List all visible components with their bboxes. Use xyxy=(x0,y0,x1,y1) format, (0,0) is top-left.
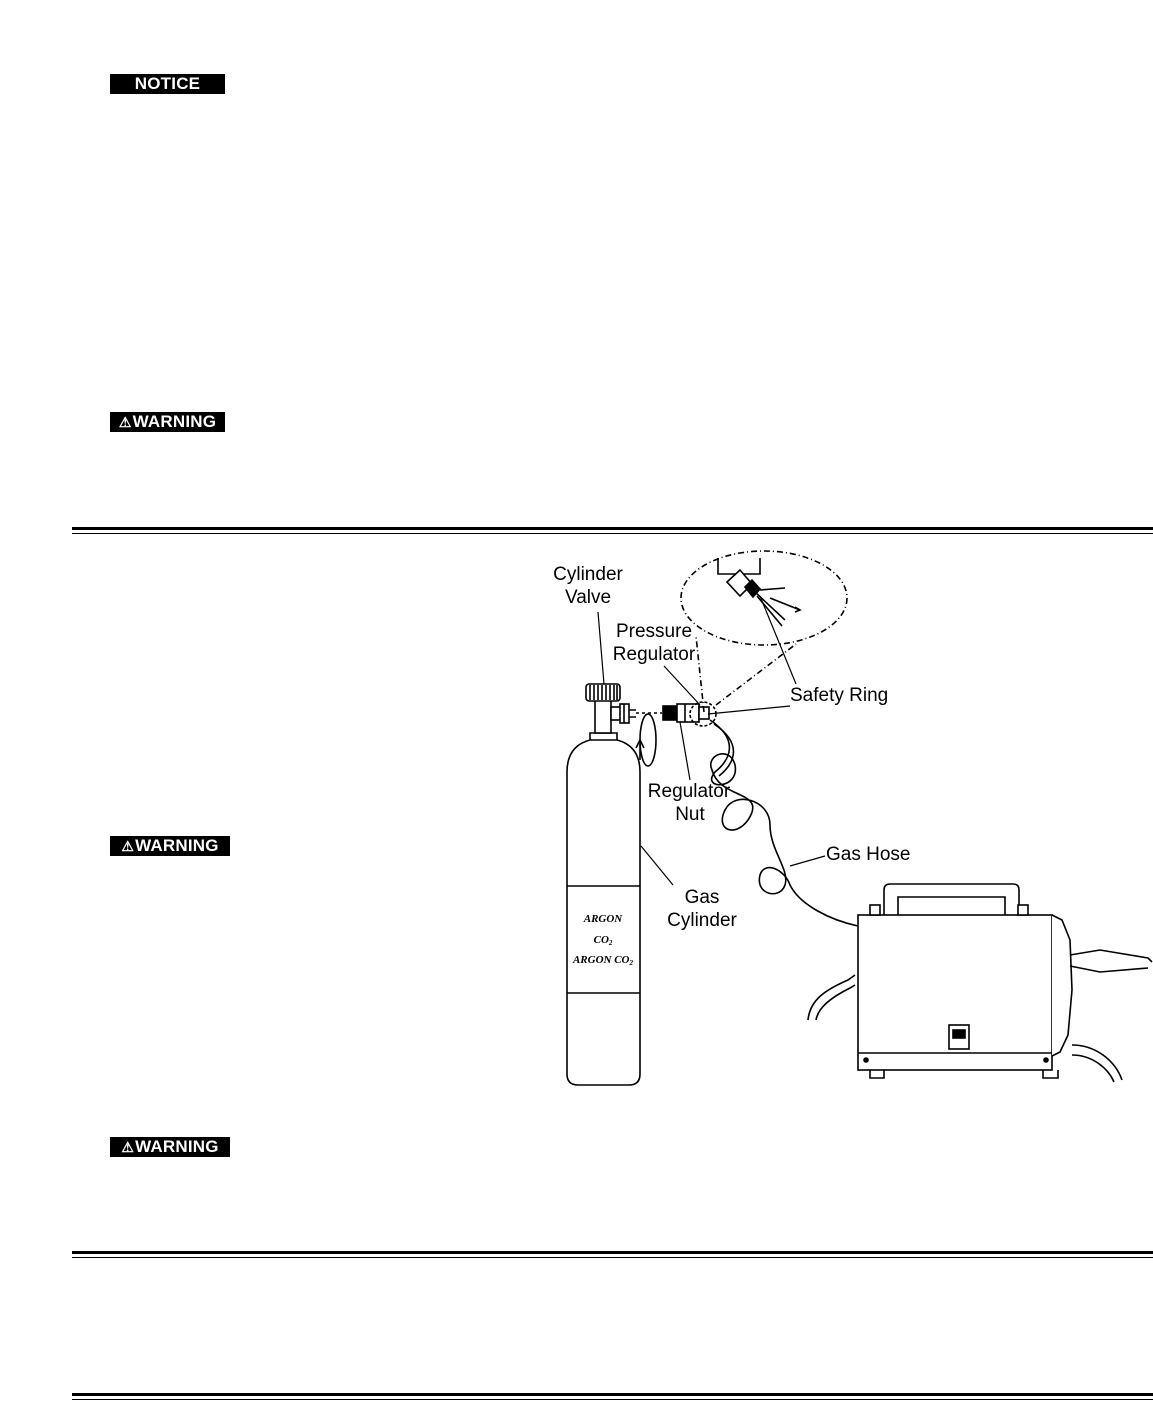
warning-badge-1: ⚠WARNING xyxy=(110,412,225,432)
label-safety-ring: Safety Ring xyxy=(790,685,889,706)
callout-leaders xyxy=(597,595,826,886)
section-divider xyxy=(72,1393,1153,1400)
safety-ring-inset xyxy=(680,550,848,713)
section-divider xyxy=(72,527,1153,534)
warning-triangle-icon: ⚠ xyxy=(121,1139,135,1155)
cylinder-text-argon: ARGON xyxy=(583,913,624,925)
cylinder-valve-drawing xyxy=(585,683,657,767)
label-gas-hose: Gas Hose xyxy=(826,844,911,865)
gas-cylinder-drawing: ARGON CO2 ARGON CO2 xyxy=(566,732,641,1086)
notice-badge: NOTICE xyxy=(110,74,225,94)
gas-hose-drawing xyxy=(709,719,859,927)
pressure-regulator-drawing xyxy=(636,701,717,727)
warning-badge-2: ⚠WARNING xyxy=(110,836,230,856)
warning-badge-3: ⚠WARNING xyxy=(110,1137,230,1157)
welder-unit-drawing xyxy=(807,883,1153,1083)
warning-triangle-icon: ⚠ xyxy=(121,838,135,854)
cylinder-text-argon-co2: ARGON CO2 xyxy=(572,954,634,967)
section-divider xyxy=(72,1251,1153,1258)
warning-triangle-icon: ⚠ xyxy=(118,414,132,430)
cylinder-text-co2: CO2 xyxy=(594,934,613,947)
